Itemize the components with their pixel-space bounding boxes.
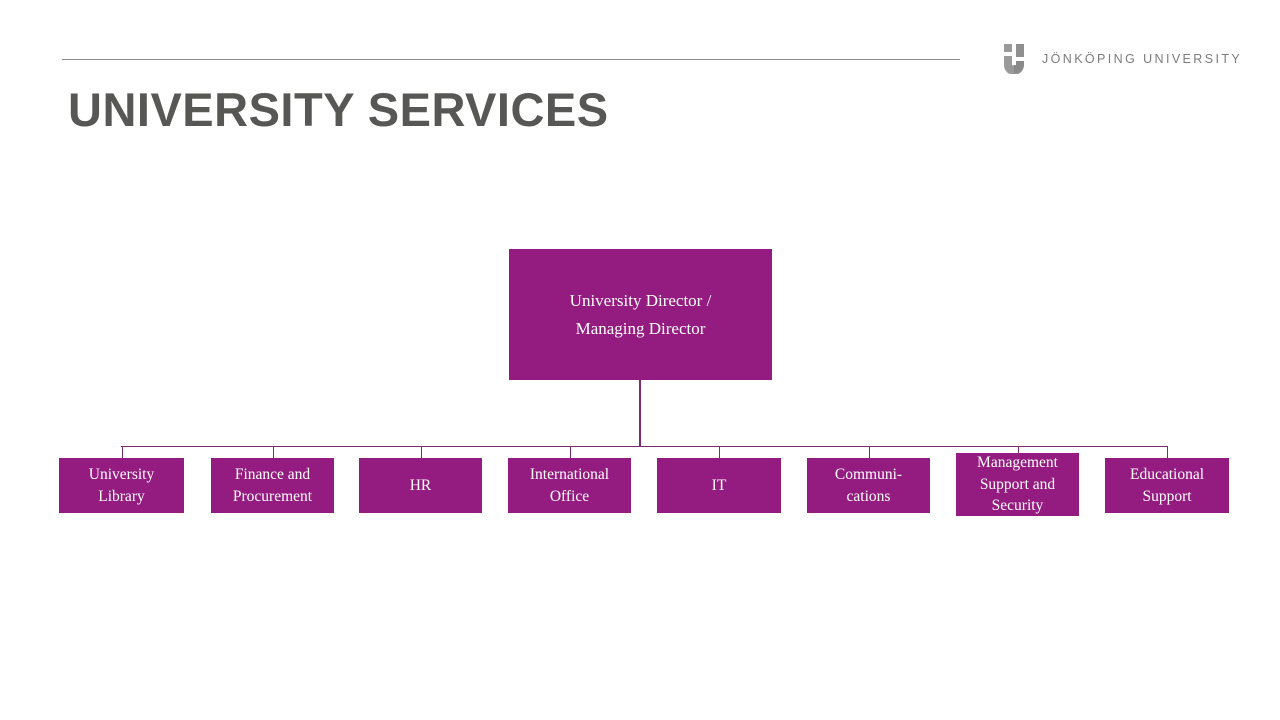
connector-root-stem [639,380,641,447]
org-node-child-line: University [88,465,155,483]
org-node-child-label: IT [712,475,727,497]
org-node-child-line: Support and [979,475,1056,493]
org-node-child-line: Office [549,487,590,505]
org-node-child-line: Management [977,453,1058,471]
connector-drop [1018,446,1019,453]
org-node-child[interactable]: IT [657,458,781,513]
org-node-child-line: Communi- [834,465,903,483]
org-node-root[interactable]: University Director / Managing Director [509,249,772,380]
org-node-child-line: HR [409,476,432,494]
org-node-root-line-2: Managing Director [575,318,706,338]
connector-drop [273,446,274,458]
org-node-child-line: Procurement [232,487,313,505]
org-node-child-label: HR [410,475,432,497]
connector-drop [421,446,422,458]
logo: JÖNKÖPING UNIVERSITY [1004,44,1242,74]
org-node-child-line: Educational [1129,465,1205,483]
logo-wordmark: JÖNKÖPING UNIVERSITY [1042,51,1243,66]
org-node-child-label: Communi-cations [835,464,902,507]
org-node-child-line: Security [991,497,1044,515]
connector-drop [570,446,571,458]
connector-drop [122,446,123,458]
org-node-child[interactable]: Communi-cations [807,458,930,513]
page-title: UNIVERSITY SERVICES [68,83,609,136]
org-node-root-line-1: University Director / [569,291,712,311]
connector-drop [1167,446,1168,458]
org-node-child-line: Support [1142,487,1192,505]
connector-drop [719,446,720,458]
org-node-child[interactable]: HR [359,458,482,513]
org-node-child-line: Library [98,487,145,505]
org-node-child-line: IT [711,476,727,494]
connector-horizontal-rail [121,446,1168,447]
org-node-child-line: Finance and [234,465,311,483]
org-node-root-label: University Director / Managing Director [570,287,712,341]
org-node-child-line: cations [846,487,891,505]
org-node-child-line: International [529,465,610,483]
connector-drop [869,446,870,458]
header-divider [62,59,960,60]
jonkoping-university-logo-mark [1004,44,1024,74]
